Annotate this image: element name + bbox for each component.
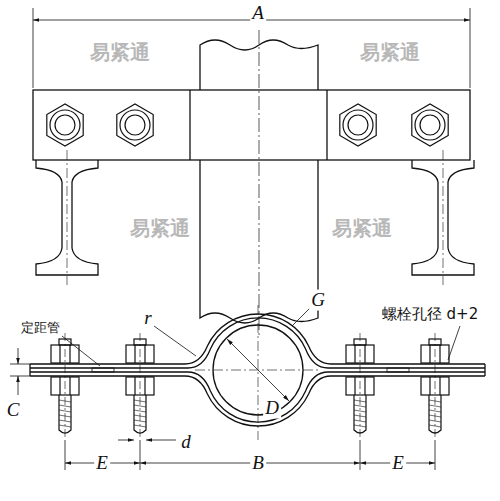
hex-nut xyxy=(47,104,83,146)
hex-nut xyxy=(412,104,448,146)
center-line xyxy=(360,333,361,440)
nut-edge xyxy=(429,345,430,363)
center-line xyxy=(259,30,260,335)
bolt-end xyxy=(55,115,75,135)
clamp-band xyxy=(30,376,485,426)
nut-edge xyxy=(439,377,440,395)
radius-letter: r xyxy=(142,308,153,329)
diameter-line xyxy=(227,339,289,401)
nut-edge xyxy=(354,345,355,363)
nut-edge xyxy=(364,377,365,395)
dimension-letter: D xyxy=(263,398,281,419)
dimension-line xyxy=(18,376,19,395)
bolt-end xyxy=(348,115,368,135)
washer xyxy=(415,110,445,140)
part-letter: G xyxy=(309,290,327,311)
nut-edge xyxy=(144,345,145,363)
nut-edge xyxy=(69,345,70,363)
center-line xyxy=(140,333,141,440)
center-line xyxy=(443,150,444,285)
watermark: 易紧通 xyxy=(130,217,190,239)
thread xyxy=(429,405,441,407)
nut-edge xyxy=(59,377,60,395)
washer xyxy=(343,110,373,140)
center-line xyxy=(67,150,68,285)
extension-line xyxy=(140,440,141,470)
hole-note: 螺栓孔径 d+2 xyxy=(381,306,479,323)
bolt-end xyxy=(420,115,440,135)
nut-edge xyxy=(134,345,135,363)
nut-edge xyxy=(144,377,145,395)
band-end xyxy=(29,364,30,376)
washer xyxy=(50,110,80,140)
watermark: 易紧通 xyxy=(332,217,392,239)
dimension-letter: E xyxy=(94,453,110,474)
fasteners xyxy=(47,104,449,440)
plate-joint xyxy=(326,90,327,160)
thread xyxy=(134,410,146,412)
bolt-end xyxy=(125,115,145,135)
leader-line xyxy=(448,326,460,360)
part-name: 定距管 xyxy=(20,321,61,335)
nut-edge xyxy=(69,377,70,395)
hex-nut xyxy=(117,104,153,146)
band-end xyxy=(484,364,485,376)
dimension-letter: A xyxy=(250,3,266,24)
leader-line xyxy=(62,336,100,366)
nut-edge xyxy=(364,345,365,363)
dimension-letter: B xyxy=(250,453,266,474)
thread xyxy=(59,405,71,407)
leader-line xyxy=(154,326,196,356)
thread xyxy=(354,405,366,407)
extension-line xyxy=(65,440,66,470)
extension-line xyxy=(10,364,30,365)
center-line xyxy=(435,333,436,440)
leader-line xyxy=(292,308,310,326)
nut-edge xyxy=(59,345,60,363)
plate-joint xyxy=(189,90,190,160)
watermark: 易紧通 xyxy=(360,41,420,63)
spacer-tube xyxy=(92,368,114,372)
dimension-letter: d xyxy=(179,432,193,453)
dimension-line xyxy=(118,440,134,441)
thread xyxy=(134,405,146,407)
thread xyxy=(59,410,71,412)
extension-line xyxy=(10,376,30,377)
dimension-line xyxy=(146,440,176,441)
clamp-plate xyxy=(33,90,470,160)
dimension-letter: C xyxy=(5,400,22,421)
dimension-letter: E xyxy=(390,453,406,474)
hex-nut xyxy=(340,104,376,146)
center-line xyxy=(65,333,66,440)
nut-edge xyxy=(354,377,355,395)
thread xyxy=(354,410,366,412)
extension-line xyxy=(360,440,361,470)
nut-edge xyxy=(439,345,440,363)
center-line xyxy=(258,305,259,440)
washer xyxy=(120,110,150,140)
thread xyxy=(429,410,441,412)
nut-edge xyxy=(134,377,135,395)
dimension-line xyxy=(18,348,19,364)
watermark: 易紧通 xyxy=(90,41,150,63)
spacer-tube xyxy=(387,368,409,372)
extension-line xyxy=(435,440,436,470)
nut-edge xyxy=(429,377,430,395)
